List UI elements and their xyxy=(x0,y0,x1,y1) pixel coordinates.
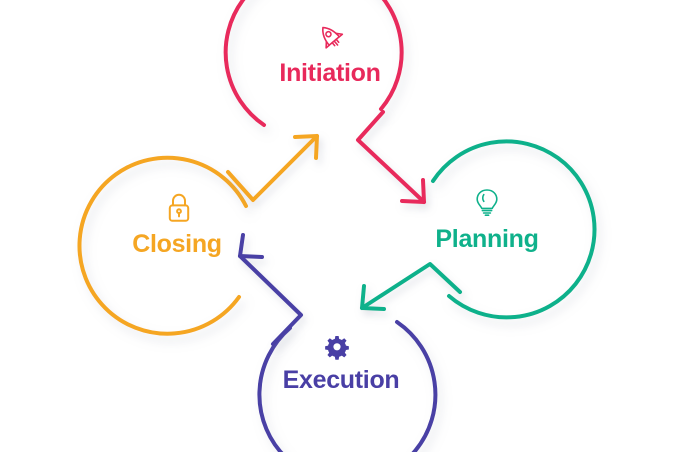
initiation-label: Initiation xyxy=(279,59,380,87)
arrow-shaft xyxy=(226,134,319,202)
arrow-closing-to-initiation xyxy=(226,134,319,202)
arrow-head xyxy=(293,134,319,160)
execution-ring xyxy=(257,320,438,452)
arrow-head xyxy=(238,233,264,259)
node-closing[interactable]: Closing xyxy=(77,155,248,336)
arrow-initiation-to-planning xyxy=(356,110,426,204)
initiation-ring xyxy=(223,0,404,127)
arrow-shaft xyxy=(238,254,303,346)
node-initiation[interactable]: Initiation xyxy=(223,0,404,127)
node-execution[interactable]: Execution xyxy=(257,320,438,452)
arrow-execution-to-closing xyxy=(238,233,303,346)
gear-icon xyxy=(325,335,349,360)
closing-ring xyxy=(77,155,248,336)
planning-ring xyxy=(431,139,597,320)
planning-label: Planning xyxy=(435,225,538,253)
closing-label: Closing xyxy=(132,230,222,258)
execution-label: Execution xyxy=(283,366,400,394)
arrow-head xyxy=(360,284,386,311)
arrow-shaft xyxy=(360,262,462,310)
rocket-icon xyxy=(322,26,344,49)
lightbulb-icon xyxy=(476,189,498,216)
arrow-shaft xyxy=(356,110,426,204)
arrow-planning-to-execution xyxy=(360,262,462,311)
node-planning[interactable]: Planning xyxy=(431,139,597,320)
arrow-head xyxy=(400,178,426,204)
lock-icon xyxy=(168,193,190,222)
